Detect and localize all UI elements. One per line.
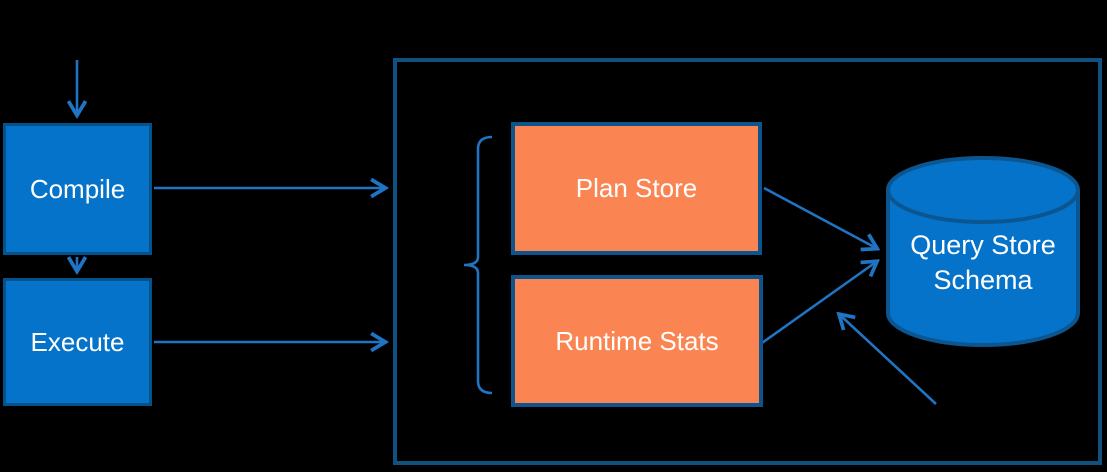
runtime-stats-label: Runtime Stats [555,325,719,356]
query-store-schema-label-line1: Query Store [910,230,1056,260]
query-store-container-frame [393,58,1102,465]
arrow-runtime-stats-to-schema [761,262,876,345]
execute-label: Execute [30,326,125,357]
plan-store-node: Plan Store [511,122,762,255]
compile-label: Compile [29,173,126,204]
query-store-schema-label: Query Store Schema [888,228,1078,298]
runtime-stats-node: Runtime Stats [511,275,763,407]
query-store-schema-cylinder [886,156,1080,347]
compile-node: Compile [3,123,152,255]
plan-store-label: Plan Store [575,173,698,203]
execute-node: Execute [3,278,152,406]
arrow-async-pointer [840,315,937,405]
arrow-plan-store-to-schema [763,186,876,248]
group-brace [463,135,493,395]
query-store-schema-label-line2: Schema [933,265,1033,295]
